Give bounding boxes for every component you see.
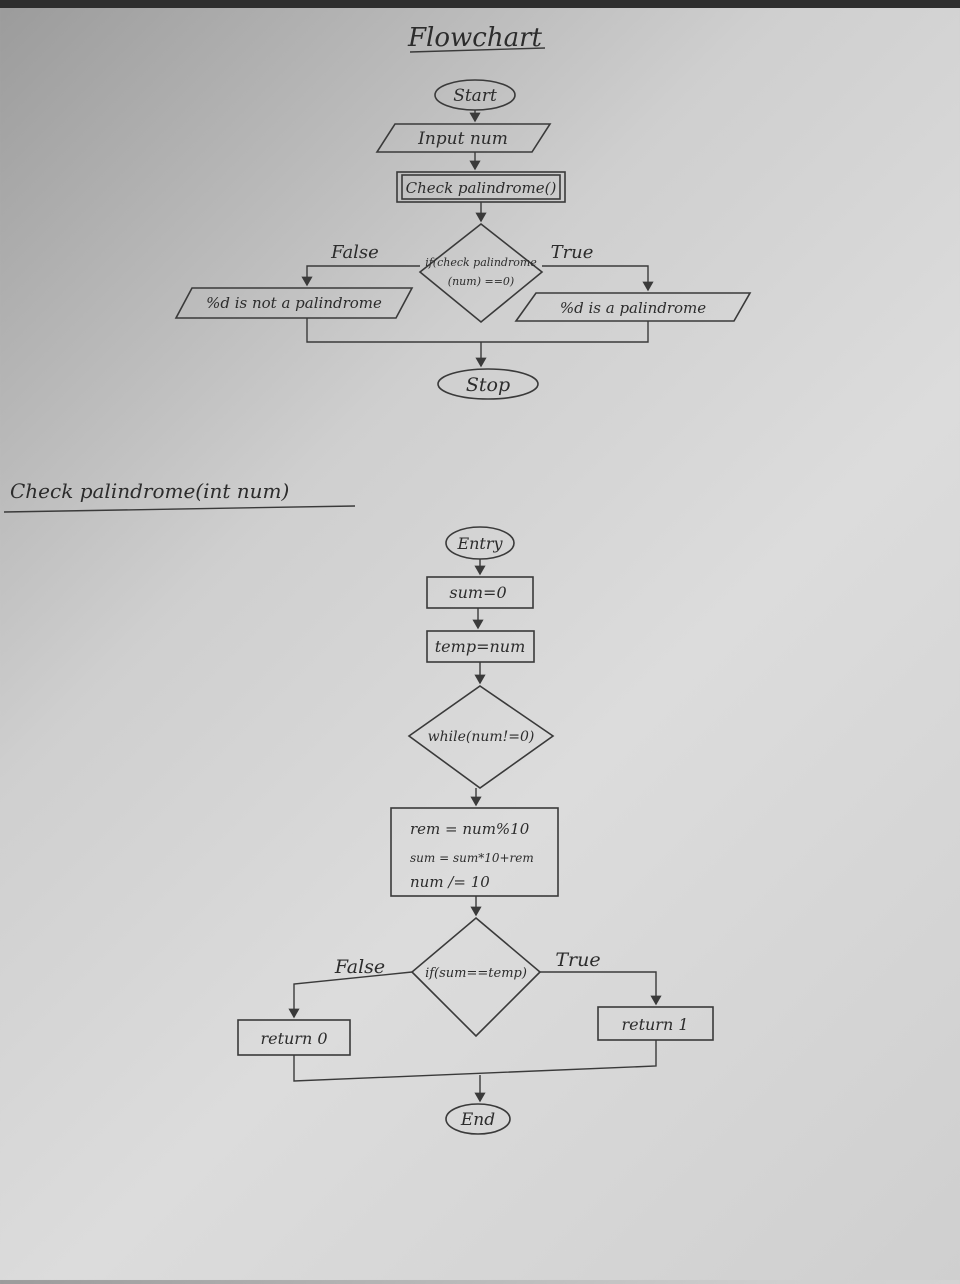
sum-init-box [426,576,534,609]
main-decision-line2: (num) ==0) [448,275,514,288]
return-zero-label: return 0 [260,1029,327,1048]
loop-decision-diamond [407,685,555,789]
sum-decision-label: if(sum==temp) [425,966,527,981]
func-true-label: True [555,949,600,971]
title-underline [409,47,546,53]
flowchart-diagram: Flowchart Start Input num Check palindro… [3,23,752,1135]
main-true-label: True [551,242,594,263]
temp-init-label: temp=num [435,637,526,656]
true-branch-line [542,265,654,292]
false-branch-line [301,265,420,287]
input-label: Input num [417,129,508,149]
stop-label: Stop [466,374,510,396]
loop-body-line2: sum = sum*10+rem [410,851,534,865]
func-false-branch [288,971,413,1019]
loop-body-line3: num /= 10 [410,873,490,891]
func-merge-line [293,1040,657,1082]
loop-label: while(num!=0) [428,729,535,745]
stop-terminal [437,368,539,400]
photo-edge [0,0,960,8]
paper-sheet: Flowchart Start Input num Check palindro… [0,8,960,1280]
function-heading-underline [3,505,356,513]
main-false-label: False [330,242,379,263]
main-decision-line1: if(check palindrome [425,256,537,269]
function-heading: Check palindrome(int num) [10,479,289,503]
input-parallelogram [375,123,552,153]
diagram-title: Flowchart [407,23,543,53]
sum-decision-diamond [410,916,542,1038]
is-palindrome-output [514,292,752,322]
call-label: Check palindrome() [406,179,557,197]
func-true-branch [540,971,662,1006]
not-palindrome-label: %d is not a palindrome [206,294,382,312]
func-false-label: False [334,956,385,978]
sum-init-label: sum=0 [449,583,506,602]
end-label: End [460,1110,495,1130]
return-one-label: return 1 [621,1015,688,1034]
start-label: Start [453,86,497,106]
end-terminal [445,1103,511,1135]
not-palindrome-output [174,287,414,319]
merge-line [306,318,649,343]
main-decision-diamond [418,222,544,324]
loop-body-box [390,807,559,897]
is-palindrome-label: %d is a palindrome [560,299,706,317]
entry-label: Entry [456,534,503,553]
call-process-inner [401,174,561,200]
loop-body-line1: rem = num%10 [410,820,530,838]
